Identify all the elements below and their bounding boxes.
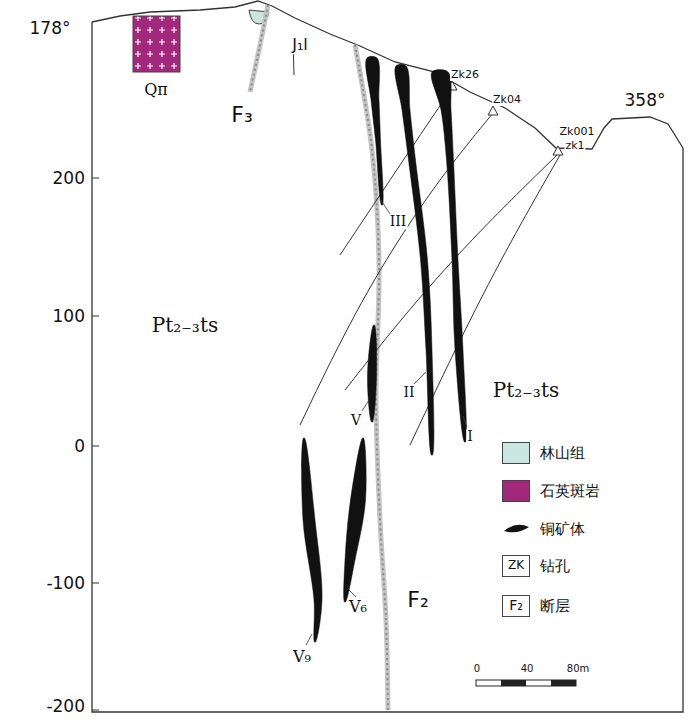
axis-tick: [92, 316, 99, 317]
fault-trace: [250, 5, 268, 92]
legend-swatch: [502, 480, 530, 502]
section-label: III: [389, 214, 408, 229]
section-label: 80m: [566, 663, 590, 674]
section-label: -200: [45, 697, 86, 716]
fault-trace: [250, 5, 268, 92]
scale-bar: [501, 680, 526, 686]
leader-line: [414, 372, 426, 384]
leader-line: [349, 590, 356, 597]
ore-body: [366, 56, 384, 205]
leader-line: [362, 400, 369, 411]
section-label: 200: [52, 169, 86, 188]
scale-bar: [551, 680, 576, 686]
leader-line: [306, 634, 312, 645]
legend-text: 铜矿体: [540, 521, 585, 538]
section-frame: [92, 22, 683, 712]
ore-body: [344, 438, 367, 602]
section-label: J₁l: [291, 36, 309, 54]
drill-hole: [340, 88, 452, 255]
drill-collar: [488, 106, 498, 115]
section-label: F₃: [230, 103, 253, 127]
section-label: 100: [52, 307, 86, 326]
section-label: ZK: [507, 559, 525, 572]
section-label: Zk001: [559, 126, 596, 138]
section-label: Zk26: [450, 69, 480, 81]
section-art: [92, 1, 683, 712]
section-label: Pt₂₋₃ts: [492, 379, 560, 401]
section-label: Pt₂₋₃ts: [151, 314, 219, 336]
section-label: -100: [45, 574, 86, 593]
ore-body: [395, 64, 434, 455]
section-label: F₂: [406, 588, 429, 612]
section-label: V: [350, 413, 362, 428]
legend-text: 石英斑岩: [540, 483, 600, 500]
section-label: II: [402, 385, 415, 400]
axis-tick: [92, 710, 99, 711]
section-label: 0: [473, 663, 481, 674]
legend-swatch: [502, 442, 530, 464]
legend-text: 林山组: [540, 445, 585, 462]
legend-text: 钻孔: [540, 558, 570, 575]
legend-swatch: [502, 518, 530, 540]
drill-collar: [553, 146, 563, 155]
section-label: V₆: [348, 598, 368, 616]
section-label: 358°: [624, 91, 667, 110]
section-label: 40: [520, 663, 535, 674]
section-label: 178°: [29, 19, 72, 38]
topographic-profile: [92, 1, 683, 149]
axis-tick: [92, 446, 99, 447]
ore-body: [431, 70, 466, 443]
section-label: Zk04: [492, 94, 522, 106]
section-label: F₂: [508, 598, 524, 613]
ore-body: [302, 438, 323, 642]
section-label: Qπ: [143, 81, 169, 99]
section-label: zk1: [564, 140, 585, 152]
ore-body: [367, 325, 376, 422]
axis-tick: [92, 178, 99, 179]
porphyry-body: [133, 16, 180, 72]
section-label: 0: [73, 437, 86, 456]
scale-bar: [476, 680, 576, 686]
section-label: V₉: [292, 648, 312, 666]
leader-line: [381, 200, 390, 214]
axis-tick: [92, 583, 99, 584]
leader-line: [463, 416, 467, 427]
section-label: I: [466, 429, 474, 444]
ore-sample: [502, 518, 530, 540]
legend-text: 断层: [540, 598, 570, 615]
